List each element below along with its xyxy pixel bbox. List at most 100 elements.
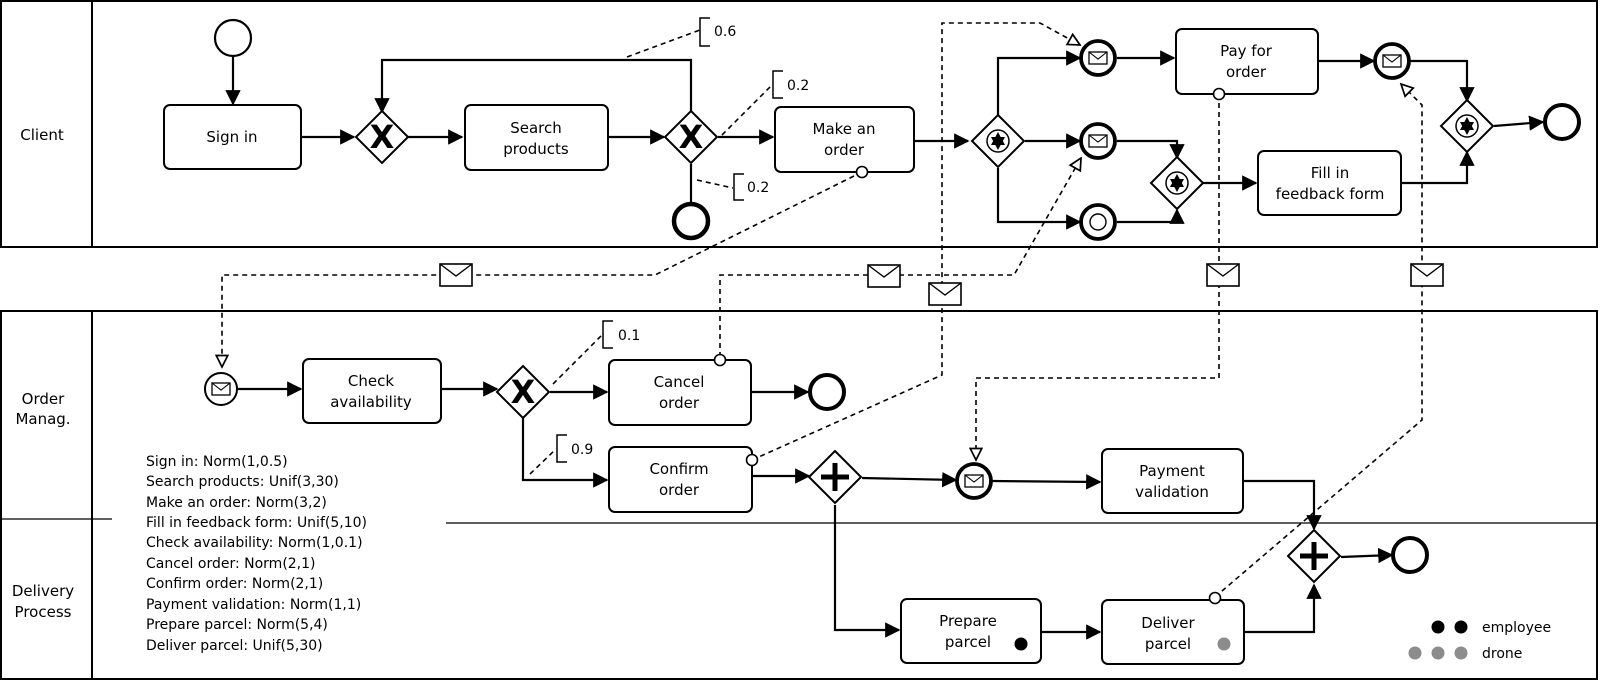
lane-label-delivery-2: Process xyxy=(15,603,72,621)
clock-icon xyxy=(1089,213,1107,231)
legend-drone-label: drone xyxy=(1482,646,1522,662)
task-make-order: Make an order xyxy=(774,106,915,179)
legend-employee-label: employee xyxy=(1482,620,1551,636)
x-mark-icon: X xyxy=(679,118,704,156)
envelope-icon xyxy=(1088,51,1108,65)
message-envelope-icon xyxy=(928,282,962,306)
task-label: availability xyxy=(330,393,412,411)
task-label: parcel xyxy=(945,633,991,651)
task-label: Prepare xyxy=(939,612,997,630)
end-event xyxy=(1391,536,1429,574)
probability-label: 0.2 xyxy=(787,78,809,94)
envelope-icon xyxy=(211,382,231,396)
message-catch-event xyxy=(1373,42,1411,80)
task-confirm-order: Confirm order xyxy=(608,446,759,513)
task-label: Confirm xyxy=(649,460,708,478)
end-event xyxy=(1543,103,1581,141)
exclusive-gateway: X xyxy=(663,109,719,165)
task-cancel-order: Cancel order xyxy=(608,353,752,426)
message-start-event xyxy=(204,372,238,406)
lane-label-client: Client xyxy=(20,126,64,144)
task-label: Cancel xyxy=(654,373,705,391)
probability-label: 0.2 xyxy=(747,180,769,196)
task-payment-validation: Payment validation xyxy=(1101,448,1244,514)
probability-label: 0.9 xyxy=(571,442,593,458)
task-sign-in: Sign in xyxy=(163,104,302,170)
distribution-entry: Check availability: Norm(1,0.1) xyxy=(146,535,363,551)
distribution-entry: Search products: Unif(3,30) xyxy=(146,474,339,490)
probability-label: 0.6 xyxy=(714,24,736,40)
tasks: Sign in Search products Make an order Pa… xyxy=(163,28,1402,665)
task-label: Make an xyxy=(813,120,876,138)
task-deliver-parcel: Deliver parcel xyxy=(1101,591,1245,665)
distribution-entry: Cancel order: Norm(2,1) xyxy=(146,556,316,572)
parallel-gateway xyxy=(1286,528,1342,584)
start-event xyxy=(213,18,253,58)
legend-employee-dot xyxy=(1431,620,1445,634)
task-check-availability: Check availability xyxy=(302,358,442,424)
distribution-entry: Prepare parcel: Norm(5,4) xyxy=(146,617,328,633)
task-prepare-parcel: Prepare parcel xyxy=(900,598,1042,664)
message-envelope-icon xyxy=(439,263,473,287)
envelope-icon xyxy=(1382,54,1402,68)
end-event xyxy=(808,373,846,411)
plus-icon xyxy=(821,463,849,491)
message-catch-event xyxy=(1079,122,1117,160)
task-label: order xyxy=(659,481,700,499)
drone-resource-dot xyxy=(1217,637,1231,651)
event-based-gateway xyxy=(1439,98,1495,154)
employee-resource-dot xyxy=(1014,637,1028,651)
exclusive-gateway: X xyxy=(495,364,551,420)
task-label: Pay for xyxy=(1220,42,1273,60)
distribution-entry: Deliver parcel: Unif(5,30) xyxy=(146,638,323,654)
task-label: Search xyxy=(510,119,562,137)
message-catch-event xyxy=(955,462,993,500)
legend-employee-dot xyxy=(1454,620,1468,634)
envelope-icon xyxy=(964,474,984,488)
message-catch-event xyxy=(1079,39,1117,77)
end-event xyxy=(671,201,711,241)
distribution-entry: Payment validation: Norm(1,1) xyxy=(146,597,361,613)
task-label: Fill in xyxy=(1311,164,1349,182)
legend-drone-dot xyxy=(1431,646,1445,660)
task-search-products: Search products xyxy=(464,104,609,171)
probability-label: 0.1 xyxy=(618,328,640,344)
message-envelope-icon xyxy=(1410,263,1444,287)
events xyxy=(204,18,1581,574)
distribution-entry: Sign in: Norm(1,0.5) xyxy=(146,454,288,470)
x-mark-icon: X xyxy=(511,373,536,411)
exclusive-gateway: X xyxy=(354,109,410,165)
client-sequence-flows xyxy=(225,50,1545,230)
lane-label-order-manag-2: Manag. xyxy=(15,410,70,428)
plus-icon xyxy=(1300,542,1328,570)
message-envelope-icon xyxy=(1206,263,1240,287)
probability-annotations: 0.6 0.2 0.2 0.1 0.9 xyxy=(529,17,809,475)
distribution-entry: Confirm order: Norm(2,1) xyxy=(146,576,323,592)
event-based-gateway xyxy=(1149,155,1205,211)
order-delivery-pool: Order Manag. Delivery Process xyxy=(0,310,1598,680)
task-label: order xyxy=(1226,63,1267,81)
task-label: products xyxy=(503,140,569,158)
x-mark-icon: X xyxy=(370,118,395,156)
message-envelope-icon xyxy=(867,264,901,288)
task-label: validation xyxy=(1135,483,1209,501)
client-pool: Client xyxy=(0,0,1598,248)
task-label: order xyxy=(824,141,865,159)
task-label: parcel xyxy=(1145,635,1191,653)
task-label: feedback form xyxy=(1276,185,1385,203)
distribution-entry: Make an order: Norm(3,2) xyxy=(146,495,327,511)
task-feedback-form: Fill in feedback form xyxy=(1257,150,1402,216)
legend-drone-dot xyxy=(1408,646,1422,660)
task-label: Sign in xyxy=(206,128,257,146)
distribution-entry: Fill in feedback form: Unif(5,10) xyxy=(146,515,367,531)
timer-catch-event xyxy=(1079,203,1117,241)
task-label: order xyxy=(659,394,700,412)
lane-label-delivery-1: Delivery xyxy=(12,582,74,600)
duration-distributions: Sign in: Norm(1,0.5) Search products: Un… xyxy=(146,454,367,654)
order-sequence-flows xyxy=(238,381,1394,640)
task-label: Check xyxy=(348,372,394,390)
resource-legend: employee drone xyxy=(1408,620,1551,662)
message-flows xyxy=(222,22,1423,598)
parallel-gateway xyxy=(807,449,863,505)
